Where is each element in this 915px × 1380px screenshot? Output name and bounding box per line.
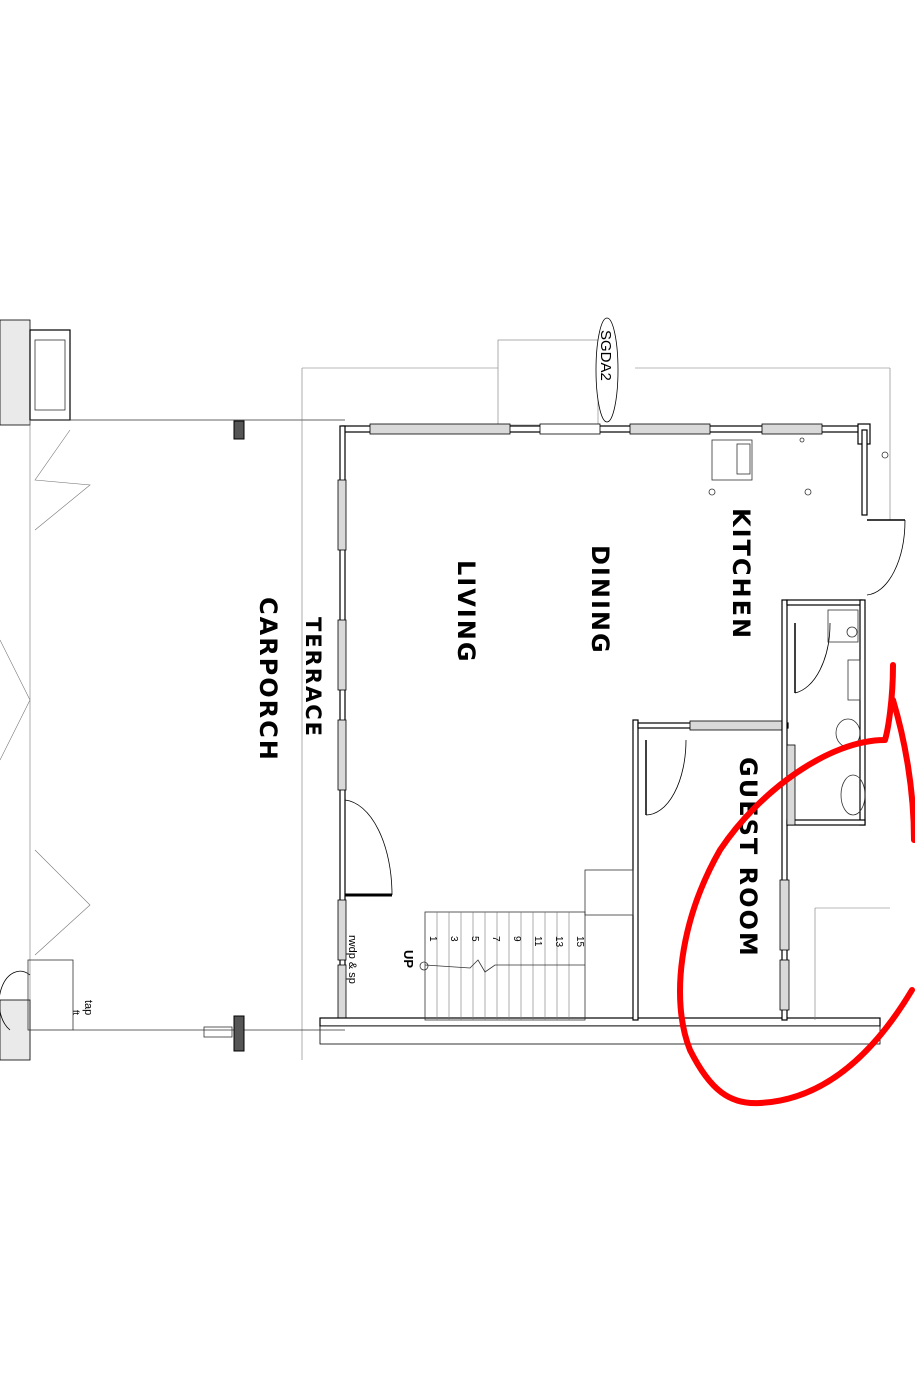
- stair-step-number: 1: [427, 936, 438, 942]
- stair-step-number: 11: [532, 936, 543, 947]
- doors: [344, 519, 906, 897]
- ft-label: ft: [71, 1010, 81, 1016]
- room-label-living: LIVING: [452, 560, 480, 664]
- staircase: [419, 911, 586, 1021]
- stair-step-number: 15: [574, 936, 585, 948]
- room-label-dining: DINING: [586, 545, 614, 655]
- annotations: rwdp & sp UP tap ft: [71, 935, 416, 1016]
- tap-label: tap: [82, 1000, 94, 1015]
- svg-text:SGDA2: SGDA2: [597, 330, 614, 381]
- highlight-circle: [677, 662, 915, 1107]
- carporch-roof-lines: [0, 420, 91, 1060]
- gate-bottom-left: [0, 959, 345, 1061]
- highlight-stroke-right: [890, 697, 915, 843]
- door-tag-sgda2: SGDA2: [595, 317, 619, 423]
- stair-step-number: 3: [448, 936, 459, 942]
- stair-step-number: 7: [490, 936, 501, 942]
- building-walls: [319, 423, 890, 1045]
- stair-step-number: 9: [511, 936, 522, 942]
- stair-step-number: 13: [553, 936, 564, 948]
- room-label-terrace: TERRACE: [301, 617, 325, 738]
- rwdp-label: rwdp & sp: [346, 935, 358, 984]
- room-labels: KITCHEN DINING LIVING TERRACE CARPORCH G…: [254, 508, 762, 958]
- room-label-guest-room: GUEST ROOM: [734, 757, 762, 958]
- gate-pillar-top: [0, 319, 345, 440]
- stair-step-number: 5: [469, 936, 480, 942]
- room-label-kitchen: KITCHEN: [727, 508, 755, 640]
- terrace-boundary: [301, 339, 891, 1060]
- bathroom-fixtures: [827, 609, 866, 816]
- kitchen-fixtures: [708, 437, 889, 496]
- room-label-carporch: CARPORCH: [254, 597, 282, 762]
- stair-up-label: UP: [401, 950, 416, 968]
